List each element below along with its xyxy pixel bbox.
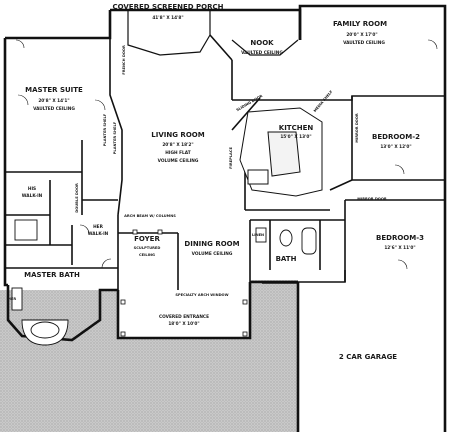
note-fireplace: FIREPLACE	[229, 147, 233, 169]
note-foyer-1: SCULPTURED	[134, 246, 161, 250]
dim-covered-entrance: 18'0" X 10'0"	[168, 321, 199, 327]
note-plant-shelf-2: PLANTER SHELF	[113, 121, 117, 154]
label-dining-room: DINING ROOM	[184, 240, 239, 248]
dim-living-room: 20'8" X 18'2"	[162, 142, 193, 148]
label-bedroom-3: BEDROOM-3	[376, 234, 424, 242]
dim-bedroom-2: 13'0" X 12'0"	[380, 144, 411, 150]
label-his-walk-in-2: WALK-IN	[22, 193, 43, 199]
label-her-walk-in-2: WALK-IN	[88, 231, 109, 237]
bath-fixtures	[11, 219, 317, 346]
label-living-room: LIVING ROOM	[151, 131, 204, 139]
label-covered-entrance: COVERED ENTRANCE	[159, 314, 209, 320]
note-double-door: DOUBLE DOOR	[75, 183, 79, 213]
label-foyer: FOYER	[134, 235, 160, 243]
label-nook: NOOK	[250, 39, 274, 47]
dim-bedroom-3: 12'6" X 11'0"	[384, 245, 415, 251]
label-2-car-garage: 2 CAR GARAGE	[339, 353, 397, 361]
note-living-room-2: VOLUME CEILING	[158, 158, 199, 164]
note-dining-room: VOLUME CEILING	[192, 251, 233, 257]
dim-covered-screened-porch: 41'8" X 14'8"	[152, 15, 183, 21]
note-media-shelf: MEDIA SHELF	[313, 89, 334, 113]
exterior-walls	[3, 4, 447, 432]
note-plant-shelf-1: PLANTER SHELF	[103, 113, 107, 146]
note-master-suite: VAULTED CEILING	[33, 106, 75, 112]
kitchen-island	[239, 107, 323, 197]
note-family-room: VAULTED CEILING	[343, 40, 385, 46]
note-mirror-door-2: MIRROR DOOR	[355, 113, 359, 143]
label-master-suite: MASTER SUITE	[25, 86, 83, 94]
label-covered-screened-porch: COVERED SCREENED PORCH	[112, 3, 223, 11]
note-mirror-door: MIRROR DOOR	[357, 197, 387, 201]
door-swings	[15, 39, 438, 270]
note-foyer-2: CEILING	[139, 253, 155, 257]
label-kitchen: KITCHEN	[279, 124, 314, 132]
label-master-bath: MASTER BATH	[24, 271, 80, 279]
label-his-walk-in: HIS	[28, 186, 36, 192]
note-linen: LINEN	[252, 233, 264, 237]
dim-kitchen: 15'0" X 13'0"	[280, 134, 311, 140]
note-her: HER	[8, 297, 16, 301]
label-bedroom-2: BEDROOM-2	[372, 133, 420, 141]
note-arch-beam: ARCH BEAM W/ COLUMNS	[124, 214, 176, 218]
label-family-room: FAMILY ROOM	[333, 20, 387, 28]
dim-master-suite: 20'8" X 14'1"	[38, 98, 69, 104]
note-french-door: FRENCH DOOR	[122, 45, 126, 75]
exterior-pad	[0, 280, 298, 432]
dim-family-room: 20'0" X 17'0"	[346, 32, 377, 38]
note-specialty-arch: SPECIALTY ARCH WINDOW	[175, 293, 228, 297]
entrance-columns	[120, 229, 248, 337]
label-her-walk-in: HER	[93, 224, 104, 230]
porch-and-nook	[127, 10, 299, 56]
label-bath: BATH	[276, 255, 297, 263]
note-nook: VAULTED CEILING	[241, 50, 283, 56]
interior-walls	[5, 34, 445, 290]
note-living-room-1: HIGH FLAT	[165, 150, 190, 156]
